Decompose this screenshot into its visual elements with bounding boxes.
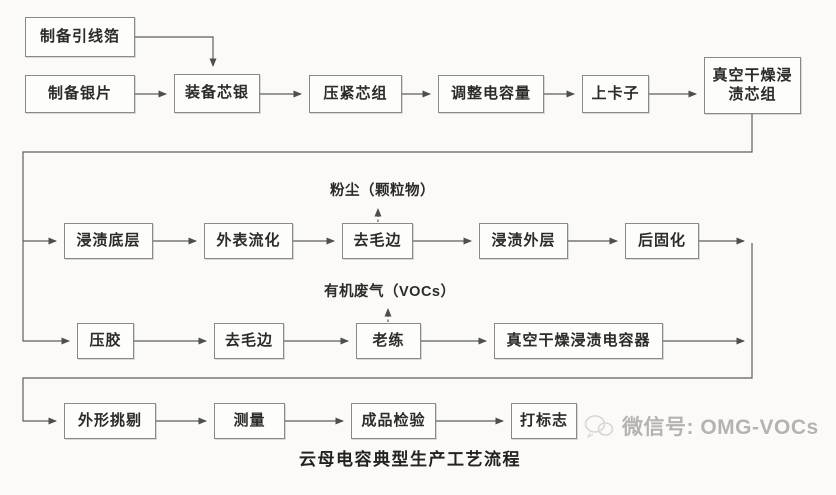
box-marking: 打标志	[511, 403, 577, 439]
box-surface-fluidize: 外表流化	[204, 223, 293, 259]
box-vacuum-dry-impregnate-capacitor: 真空干燥浸渍电容器	[494, 323, 663, 359]
dust-emission-label: 粉尘（颗粒物）	[330, 183, 435, 199]
box-final-inspection: 成品检验	[351, 403, 436, 439]
box-assemble-core-silver: 装备芯银	[174, 74, 260, 113]
box-prepare-lead-foil: 制备引线箔	[25, 17, 135, 57]
box-post-cure: 后固化	[625, 223, 699, 259]
box-deburr-2: 去毛边	[214, 323, 284, 359]
box-prepare-silver-sheet: 制备银片	[25, 75, 135, 113]
box-measure: 测量	[214, 403, 285, 439]
box-shape-sorting: 外形挑剔	[64, 403, 156, 439]
box-deburr-1: 去毛边	[342, 223, 413, 259]
box-mount-clip: 上卡子	[582, 75, 649, 113]
wechat-icon	[584, 415, 614, 439]
box-adjust-capacitance: 调整电容量	[438, 75, 544, 113]
box-press-glue: 压胶	[77, 323, 134, 359]
watermark: 微信号: OMG-VOCs	[583, 411, 819, 441]
box-impregnate-outer-layer: 浸渍外层	[479, 223, 568, 259]
box-aging: 老练	[356, 323, 421, 359]
box-press-core-stack: 压紧芯组	[309, 75, 402, 113]
box-vacuum-dry-impregnate-core: 真空干燥浸渍芯组	[704, 57, 801, 114]
box-impregnate-base-layer: 浸渍底层	[64, 223, 153, 259]
watermark-text: 微信号: OMG-VOCs	[622, 416, 819, 439]
voc-emission-label: 有机废气（VOCs）	[324, 284, 456, 300]
diagram-caption: 云母电容典型生产工艺流程	[299, 450, 521, 469]
